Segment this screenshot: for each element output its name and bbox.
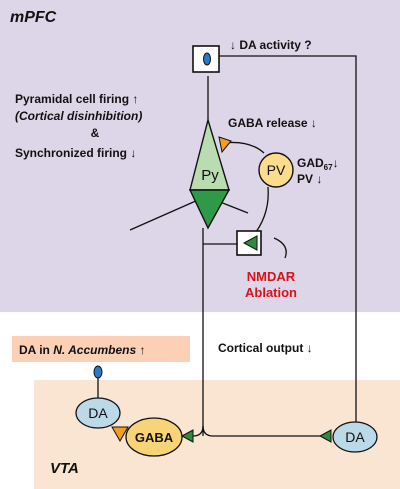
gaba-to-da-synapse	[111, 426, 129, 443]
gaba-release-label: GABA release ↓	[228, 116, 317, 130]
da-nacc-terminal	[93, 365, 103, 379]
gaba-label: GABA	[135, 430, 174, 445]
da-right-label: DA	[345, 429, 365, 445]
ablation-label: Ablation	[245, 285, 297, 300]
da-left-label: DA	[88, 405, 108, 421]
gaba-cell	[125, 417, 183, 457]
gad67-label: GAD67↓	[297, 156, 339, 172]
pv-interneuron	[258, 152, 294, 188]
py-label: Py	[201, 167, 219, 184]
da-cell-left	[75, 397, 121, 429]
pyr-to-gaba-synapse	[180, 429, 194, 443]
axon-lines	[97, 55, 357, 437]
pv-label: PV	[267, 162, 286, 178]
da-nacc-label: DA in N. Accumbens ↑	[19, 343, 145, 357]
da-activity-label: ↓ DA activity ?	[230, 38, 312, 52]
nmdar-tail	[273, 237, 287, 259]
pyr-to-da-synapse	[318, 429, 332, 443]
da-cell-right	[332, 421, 378, 453]
branch-to-da	[202, 425, 320, 437]
cortical-output-label: Cortical output ↓	[218, 341, 313, 355]
vta-label: VTA	[50, 460, 79, 477]
synchronized-firing-label: Synchronized firing ↓	[15, 146, 136, 160]
pyramidal-cell-lower	[188, 189, 231, 230]
basal-dendrite-left	[129, 199, 199, 231]
pv-to-nmdar	[255, 186, 269, 233]
nmdar-synapse-terminal	[242, 235, 258, 251]
cortical-disinhibition-label: (Cortical disinhibition)	[15, 109, 142, 123]
pv-change-label: PV ↓	[297, 172, 322, 186]
ampersand-label: &	[91, 126, 100, 140]
mpfc-label: mPFC	[10, 9, 57, 26]
pyramidal-firing-label: Pyramidal cell firing ↑	[15, 92, 138, 106]
da-terminal-vesicle	[203, 52, 211, 66]
da-projection-line	[208, 55, 357, 436]
nmdar-label: NMDAR	[247, 269, 296, 284]
da-nacc-box	[12, 336, 190, 362]
gaba-release-synapse	[218, 136, 232, 154]
